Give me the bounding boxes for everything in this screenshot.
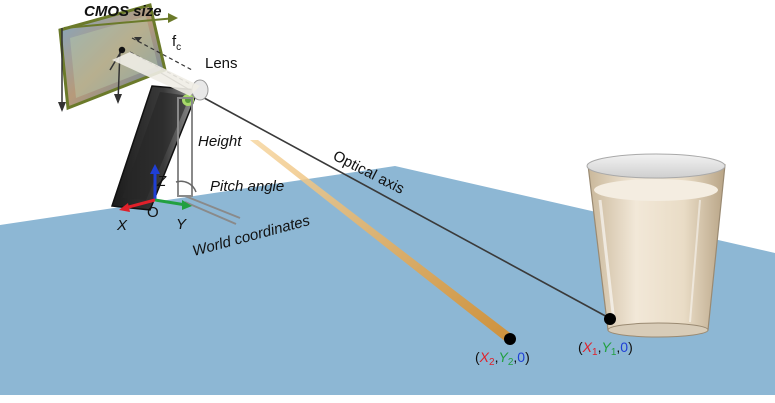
- point-1-marker: [604, 313, 616, 325]
- projection-ray: [250, 140, 514, 342]
- milk-glass-image: [586, 153, 726, 338]
- x-axis-label: X: [116, 217, 128, 234]
- floor-plane: [0, 166, 775, 395]
- cmos-sensor: [58, 3, 178, 112]
- point-2-marker: [504, 333, 516, 345]
- optical-axis-line: [194, 92, 612, 320]
- world-axes: [119, 164, 192, 212]
- point-1-label: (X1,Y1,0): [578, 339, 633, 358]
- y-axis-label: Y: [176, 216, 187, 233]
- point-2-label: (X2,Y2,0): [475, 349, 530, 368]
- lens-label: Lens: [205, 55, 238, 72]
- height-indicator: [175, 97, 241, 225]
- height-label: Height: [198, 133, 242, 150]
- x-axis: [124, 198, 156, 210]
- smartphone-image: [110, 79, 209, 211]
- z-axis-label: Z: [156, 173, 167, 190]
- cmos-size-label: CMOS size: [84, 3, 162, 20]
- pitch-angle-label: Pitch angle: [210, 178, 284, 195]
- y-axis: [154, 198, 187, 207]
- origin-label: O: [147, 204, 159, 221]
- focal-length-label: fc: [172, 33, 181, 53]
- lens-housing: [112, 52, 200, 96]
